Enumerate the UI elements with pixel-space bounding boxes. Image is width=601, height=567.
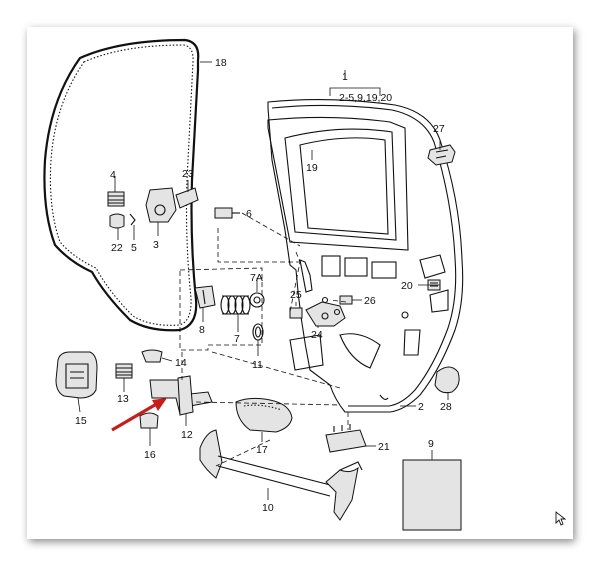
callout-12: 12 xyxy=(181,429,193,441)
callout-7: 7 xyxy=(234,333,240,345)
callout-3: 3 xyxy=(153,239,159,251)
callout-11: 11 xyxy=(252,359,263,371)
callout-2: 2 xyxy=(418,401,424,413)
callout-25: 25 xyxy=(290,289,302,301)
callout-4: 4 xyxy=(110,169,116,181)
callout-22: 22 xyxy=(111,242,123,254)
callout-8: 8 xyxy=(199,324,205,336)
bolt-part-13 xyxy=(115,363,133,379)
washer-part-7a xyxy=(249,292,265,308)
callout-labels: 1 2-5,9,19,20 2 3 4 5 6 7 7A 8 9 10 11 1… xyxy=(75,57,452,514)
window-seal-part-18 xyxy=(43,38,200,332)
highlight-arrow xyxy=(111,398,167,432)
check-strap-group xyxy=(179,267,265,351)
callout-10: 10 xyxy=(262,502,274,514)
callout-1: 1 xyxy=(342,71,348,83)
callout-20: 20 xyxy=(401,280,413,292)
callout-9: 9 xyxy=(428,438,434,450)
callout-27: 27 xyxy=(433,123,445,135)
callout-24: 24 xyxy=(311,329,323,341)
cap-22 xyxy=(109,213,125,229)
striker-part-24 xyxy=(305,301,346,327)
callout-7a: 7A xyxy=(250,272,263,284)
pin-5 xyxy=(129,213,136,226)
callout-21: 21 xyxy=(378,441,390,453)
leader-lines xyxy=(77,61,449,500)
mouse-pointer-icon xyxy=(555,511,567,526)
callout-23: 23 xyxy=(182,168,194,180)
bolt-part-25 xyxy=(289,307,303,319)
guide-lines xyxy=(181,212,349,467)
cover-part-8 xyxy=(194,285,216,309)
door-cap-part-28 xyxy=(434,366,460,394)
callout-19: 19 xyxy=(306,162,318,174)
door-shell-part-1 xyxy=(267,99,464,413)
callout-17: 17 xyxy=(256,444,268,456)
armrest-part-17 xyxy=(235,397,293,433)
callout-14: 14 xyxy=(175,357,187,369)
diagram-frame xyxy=(27,27,573,539)
callout-1-sub: 2-5,9,19,20 xyxy=(339,92,392,104)
hinge-cover-part-15 xyxy=(55,351,98,399)
screw-part-26 xyxy=(339,295,353,305)
lock-group xyxy=(289,295,353,327)
spring-part-7 xyxy=(220,295,251,315)
panel-part-9 xyxy=(402,459,462,531)
nut-part-16 xyxy=(139,412,159,429)
screw-6 xyxy=(214,207,233,219)
ring-part-11 xyxy=(252,323,264,341)
callout-5: 5 xyxy=(131,242,137,254)
lower-hinge-group xyxy=(55,349,213,429)
trim-clip-part-21 xyxy=(325,424,367,453)
callout-6: 6 xyxy=(246,208,252,220)
hinge-group xyxy=(107,187,240,229)
hinge-plate-23 xyxy=(175,187,199,209)
callout-13: 13 xyxy=(117,393,129,405)
callout-18: 18 xyxy=(215,57,227,69)
callout-16: 16 xyxy=(144,449,156,461)
callout-28: 28 xyxy=(440,401,452,413)
callout-26: 26 xyxy=(364,295,376,307)
callout-15: 15 xyxy=(75,415,87,427)
cap-part-14 xyxy=(141,349,163,363)
bracket-part-27 xyxy=(427,144,456,166)
bolt-4 xyxy=(107,191,125,207)
